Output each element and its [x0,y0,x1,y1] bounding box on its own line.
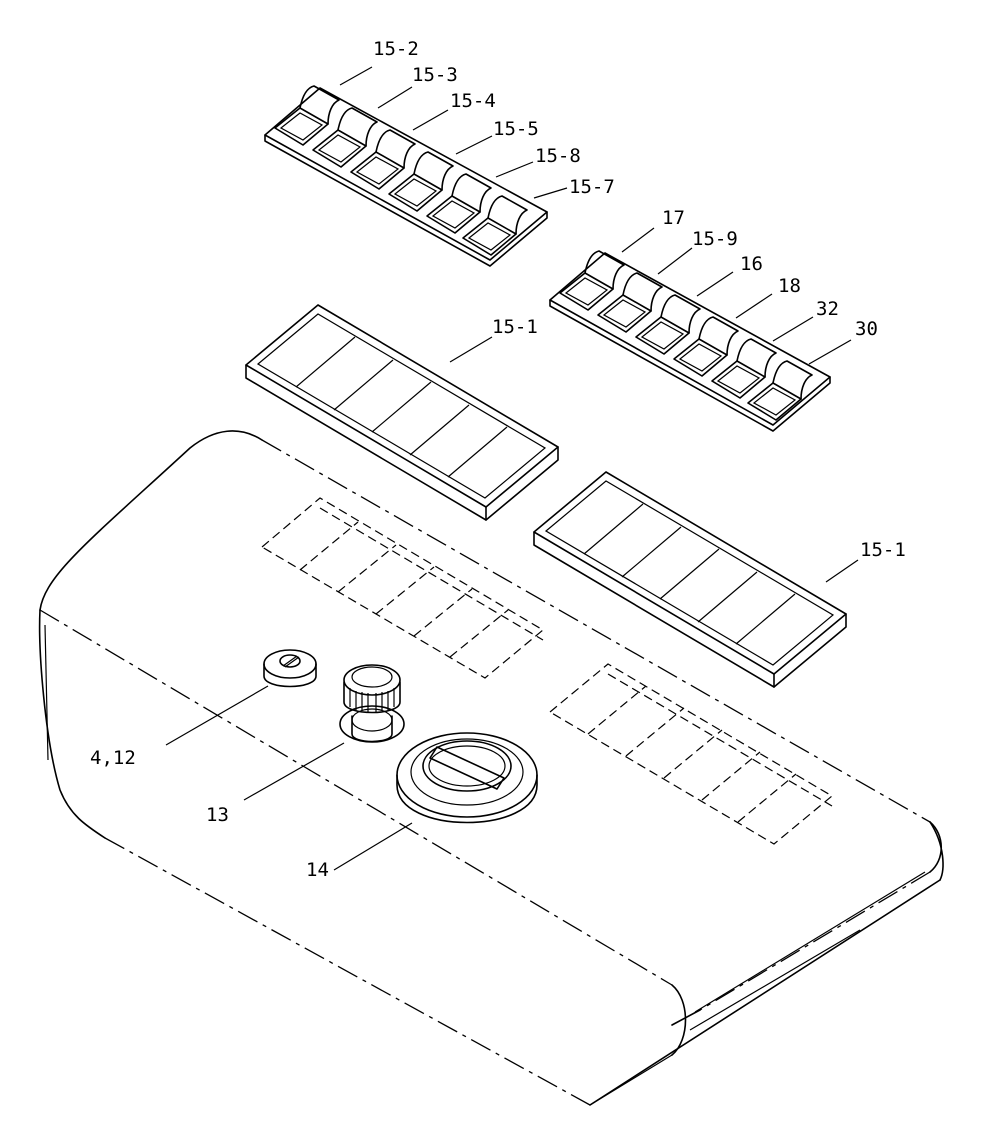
label-14: 14 [306,859,329,881]
rocker-switch-30 [747,360,813,421]
panel-cutout-left [260,497,545,679]
rocker-switch-16 [635,294,701,355]
rocker-switch-18 [673,316,739,377]
label-15-4: 15-4 [450,90,496,112]
rocker-switch-15-8 [426,173,492,234]
label-18: 18 [778,275,801,297]
rocker-switch-15-4 [350,129,416,190]
rocker-switch-bank-upper [264,85,548,267]
label-4-12: 4,12 [90,747,136,769]
rocker-switch-15-3 [312,107,378,168]
bezel-frame-lower [533,471,847,688]
label-32: 32 [816,298,839,320]
rocker-switch-15-7 [462,195,528,256]
bezel-frame-upper [245,304,559,521]
label-15-1-lower: 15-1 [860,539,906,561]
rocker-switch-15-9 [597,272,663,333]
label-15-8: 15-8 [535,145,581,167]
rocker-switch-bank-right [549,250,831,432]
label-15-3: 15-3 [412,64,458,86]
key-switch [263,649,317,688]
label-15-2: 15-2 [373,38,419,60]
label-13: 13 [206,804,229,826]
panel-cutout-right [548,663,834,845]
label-30: 30 [855,318,878,340]
label-15-7: 15-7 [569,176,615,198]
label-16: 16 [740,253,763,275]
leader-lines [165,66,859,871]
label-15-9: 15-9 [692,228,738,250]
rocker-switch-32 [711,338,777,399]
rocker-switch-17 [559,250,625,311]
label-17: 17 [662,207,685,229]
rotary-knob [339,664,405,743]
rocker-switch-15-5 [388,151,454,212]
rocker-switch-15-2 [274,85,340,146]
label-15-1-upper: 15-1 [492,316,538,338]
joystick-boot [396,732,538,824]
label-15-5: 15-5 [493,118,539,140]
part-labels: 15-2 15-3 15-4 15-5 15-8 15-7 17 15-9 16… [90,38,906,881]
console-housing [38,430,944,1106]
